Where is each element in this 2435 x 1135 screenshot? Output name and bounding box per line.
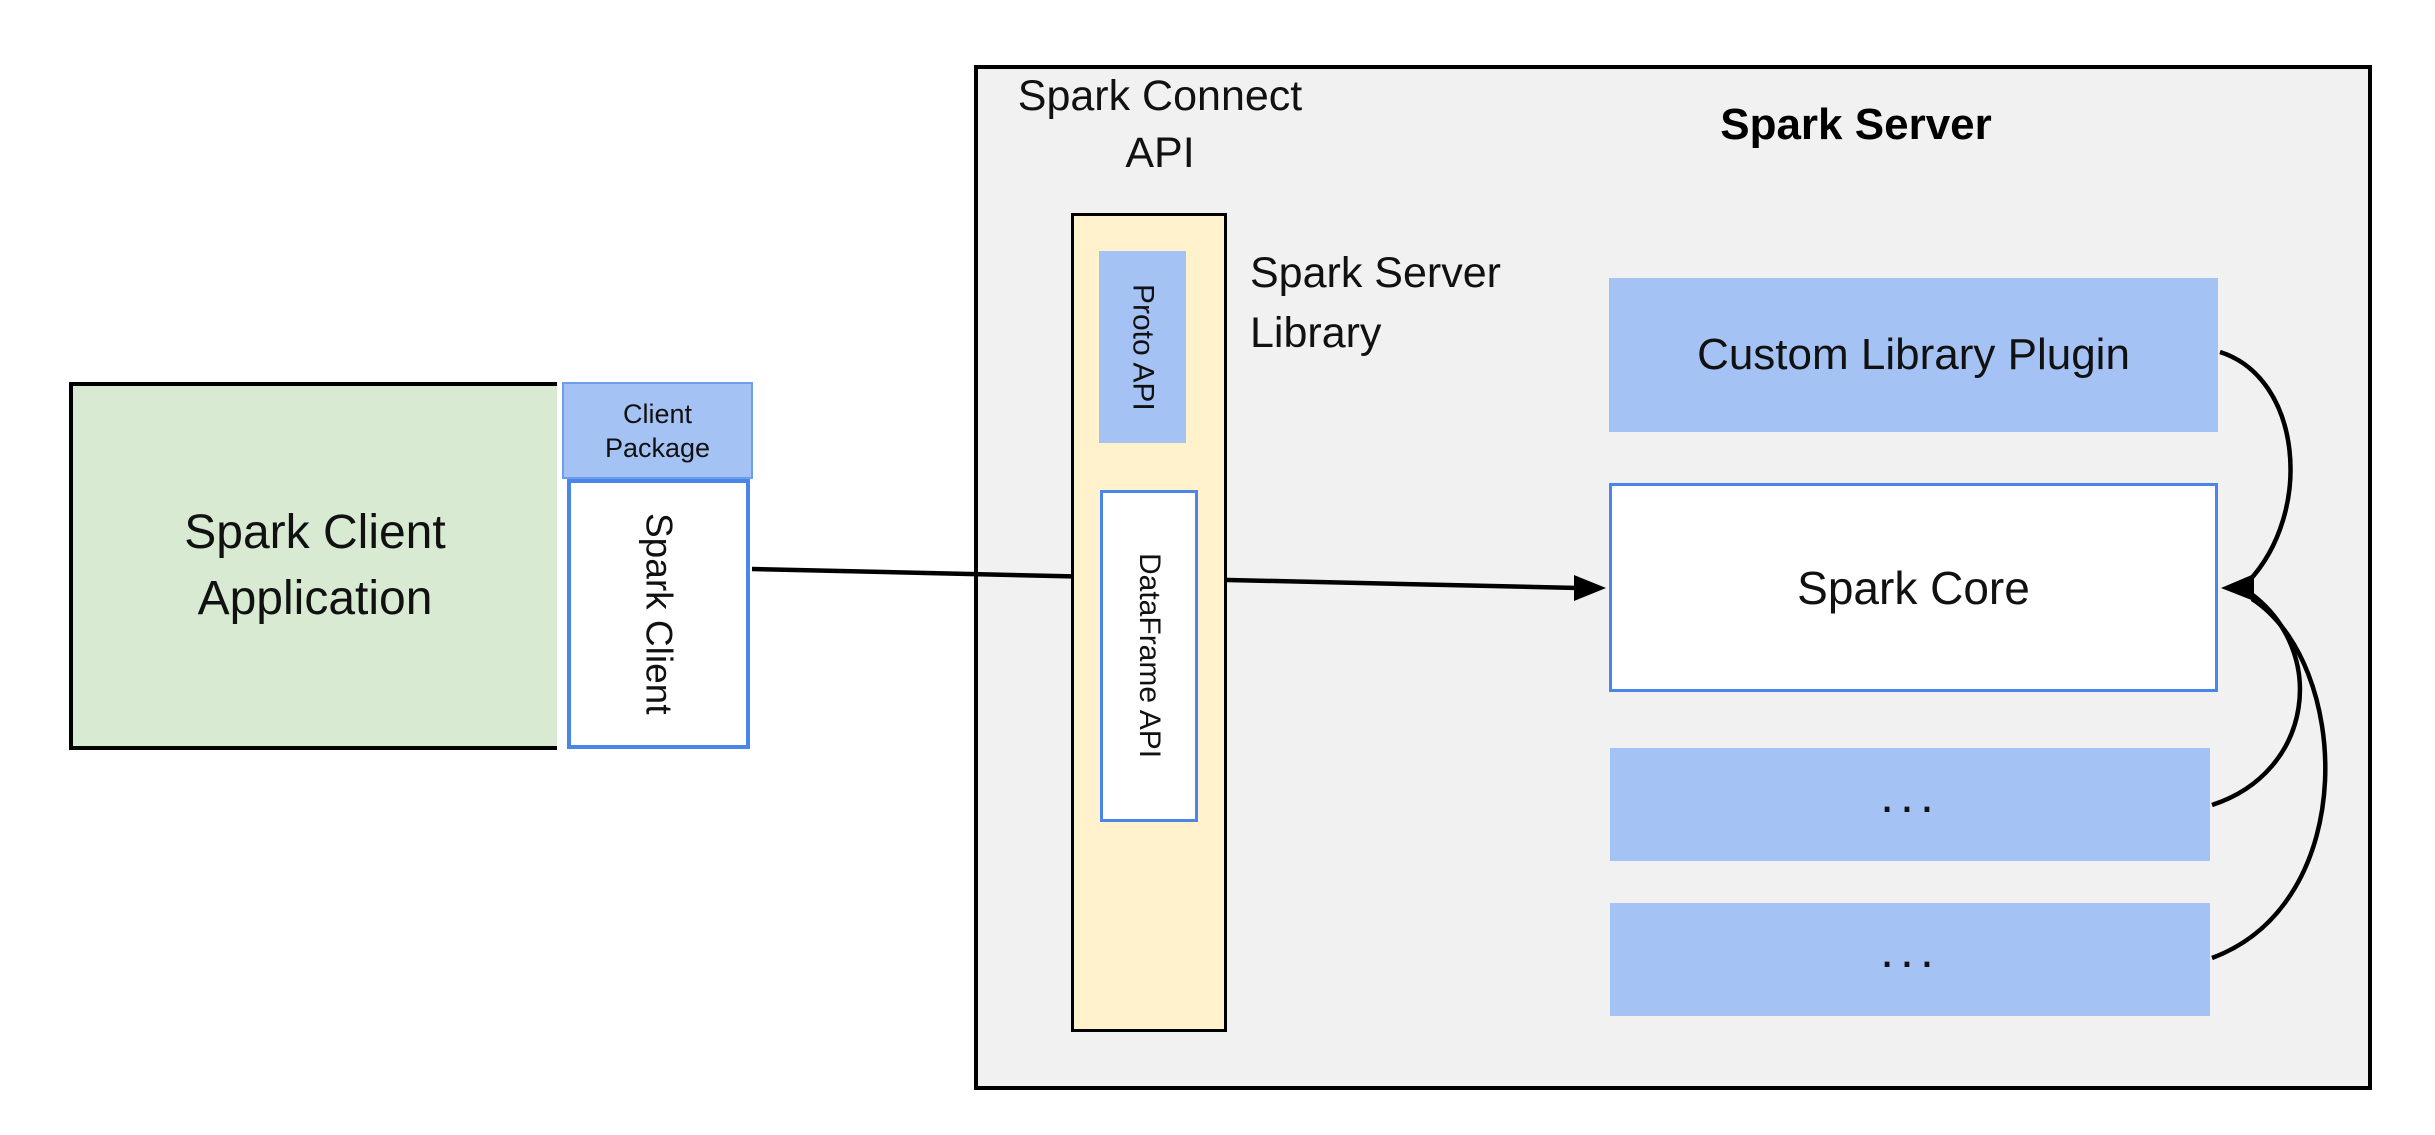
proto-api-label: Proto API bbox=[1126, 283, 1160, 411]
client-package-line2: Package bbox=[604, 432, 711, 463]
ellipsis-box-top: ... bbox=[1610, 748, 2210, 861]
spark-client-application-line2: Application bbox=[197, 572, 433, 625]
dataframe-api-box: DataFrame API bbox=[1100, 490, 1198, 822]
spark-connect-api-label: Spark Connect API bbox=[1005, 68, 1315, 182]
ellipsis-box-bottom: ... bbox=[1610, 903, 2210, 1016]
spark-client-application-box: Spark Client Application bbox=[69, 382, 557, 750]
spark-server-library-line1: Spark Server bbox=[1250, 249, 1501, 297]
spark-connect-api-line1: Spark Connect bbox=[1017, 72, 1303, 120]
custom-library-plugin-label: Custom Library Plugin bbox=[1697, 330, 2130, 379]
spark-client-label: Spark Client bbox=[638, 513, 680, 715]
spark-server-library-label: Spark Server Library bbox=[1250, 243, 1610, 363]
spark-client-application-line1: Spark Client bbox=[184, 506, 446, 559]
spark-server-library-line2: Library bbox=[1250, 309, 1382, 357]
spark-server-title: Spark Server bbox=[1720, 100, 1992, 149]
spark-client-box: Spark Client bbox=[567, 479, 750, 749]
spark-client-application-label: Spark Client Application bbox=[184, 500, 445, 632]
custom-library-plugin-box: Custom Library Plugin bbox=[1609, 278, 2218, 432]
spark-connect-api-line2: API bbox=[1125, 129, 1195, 177]
client-package-label: Client Package bbox=[605, 397, 710, 465]
dataframe-api-label: DataFrame API bbox=[1133, 553, 1166, 759]
proto-api-box: Proto API bbox=[1099, 251, 1186, 443]
client-package-box: Client Package bbox=[562, 382, 753, 479]
spark-core-box: Spark Core bbox=[1609, 483, 2218, 692]
client-package-line1: Client bbox=[622, 398, 692, 429]
spark-core-label: Spark Core bbox=[1797, 561, 2030, 614]
